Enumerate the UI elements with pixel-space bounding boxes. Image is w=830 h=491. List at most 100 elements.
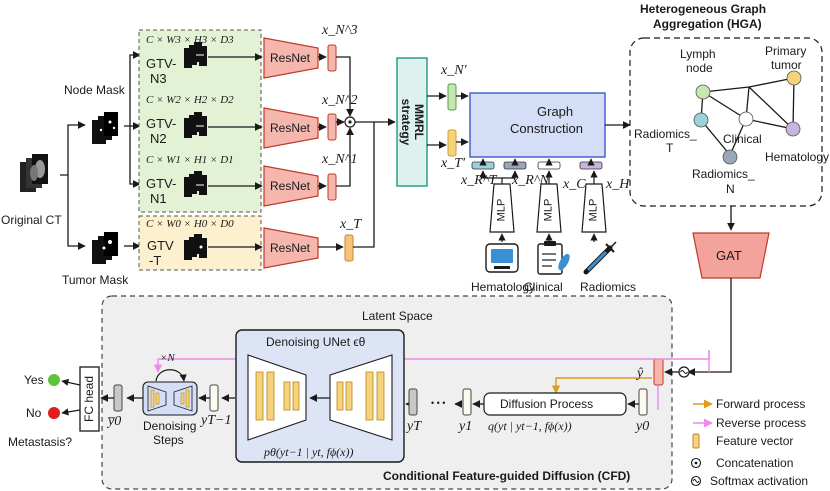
mmrl-label-line2: strategy: [399, 98, 413, 146]
diffusion-process-label: Diffusion Process: [500, 397, 594, 411]
unet-title: Denoising UNet ϵθ: [266, 335, 366, 349]
ct-to-tumor-mask-arrow: [67, 175, 86, 250]
radiomics-t-label-1: Radiomics_: [634, 127, 697, 141]
clinical-source-label: Clinical: [524, 280, 563, 294]
resnet-n1: [263, 165, 319, 207]
graph-construction-title-1: Graph: [537, 104, 574, 119]
resnet-n2-label: ResNet: [270, 121, 311, 135]
n1-dims: C × W1 × H1 × D1: [146, 154, 234, 166]
xrn-label: x_R^N: [512, 173, 550, 188]
y0-bar-label: y̅0: [108, 414, 122, 429]
xn-prime-label: x_N′: [441, 63, 467, 78]
unet-formula: pθ(yt−1 | yt, fϕ(x)): [264, 445, 354, 459]
ct-to-node-mask-arrow: [60, 121, 86, 176]
gtv-t-volume: [184, 234, 207, 260]
xc-label: x_C: [563, 177, 586, 192]
yT-1-label: yT−1: [201, 413, 232, 428]
n3-dims: C × W3 × H3 × D3: [146, 34, 234, 46]
gat-label: GAT: [716, 248, 742, 263]
gtv-n1-label-2: N1: [150, 191, 167, 206]
diffusion-formula: q(yt | yt−1, fϕ(x)): [488, 419, 572, 433]
diffusion-process-box: [483, 392, 627, 416]
feature-yT-1: [209, 384, 219, 412]
gtv-n2-label-2: N2: [150, 131, 167, 146]
metastasis-question: Metastasis?: [8, 435, 73, 449]
hga-title-line2: Aggregation (HGA): [653, 17, 762, 31]
tumor-mask-label: Tumor Mask: [62, 273, 129, 287]
xn2-label: x_N^2: [322, 93, 358, 108]
yhat-label: ŷ: [637, 366, 644, 381]
feature-xn3: [327, 44, 337, 72]
feature-xt: [344, 234, 354, 262]
n2-dims: C × W2 × H2 × D2: [146, 94, 234, 106]
hga-title-line1: Heterogeneous Graph: [640, 2, 767, 16]
legend-concat-label: Concatenation: [716, 456, 794, 470]
node-mask-image: [92, 112, 118, 144]
node-hematology: [785, 121, 801, 137]
feature-xn1: [327, 173, 337, 201]
lymph-node-label-1: Lymph: [680, 47, 716, 61]
mlp-hematology: [489, 183, 515, 233]
feature-yT: [408, 388, 418, 416]
node-to-n1-arrow: [129, 126, 141, 188]
graph-construction-box: [469, 92, 606, 158]
gtv-n2-volume: [184, 112, 207, 138]
mlp-hematology-label: MLP: [495, 198, 508, 222]
fc-head-box: [79, 366, 100, 432]
gtv-n3-volume: [184, 42, 207, 68]
mmrl-label: MMRL strategy: [399, 98, 426, 146]
resnet-t: [263, 227, 319, 269]
hematology-icon: [485, 243, 519, 273]
loop-arrow: [155, 369, 187, 382]
xt-prime-label: x_T′: [441, 156, 466, 171]
feature-xt-prime: [447, 129, 457, 157]
original-ct-image: [20, 154, 48, 192]
no-label: No: [26, 406, 42, 420]
feature-y1: [462, 388, 472, 416]
node-lymph: [695, 84, 711, 100]
mlp-radiomics: [581, 183, 607, 233]
gtv-t-label-2: -T: [149, 253, 162, 268]
yT-label: yT: [407, 419, 421, 434]
y1-label: y1: [459, 419, 473, 434]
mlp-clinical: [536, 183, 562, 233]
feature-yhat: [653, 358, 664, 386]
node-radiomics-t: [693, 112, 709, 128]
feature-xrt: [471, 161, 495, 170]
hematology-source-label: Hematology: [471, 280, 536, 294]
resnet-t-label: ResNet: [270, 241, 311, 255]
unet-encoder: [329, 354, 393, 441]
mmrl-label-line1: MMRL: [412, 104, 426, 140]
lymph-node-label-2: node: [686, 61, 713, 75]
gat-block: [692, 232, 770, 279]
xh-label: x_H: [606, 177, 630, 192]
legend-feature-swatch: [692, 433, 700, 449]
clinical-node-label: Clinical: [723, 132, 762, 146]
t-dims: C × W0 × H0 × D0: [146, 218, 234, 230]
gtv-t-label-1: GTV: [147, 238, 174, 253]
times-n-label: ×N: [160, 352, 175, 364]
node-mask-label: Node Mask: [64, 83, 125, 97]
radiomics-source-label: Radiomics: [580, 280, 637, 294]
feature-xh: [579, 161, 603, 170]
node-clinical: [738, 111, 754, 127]
tumor-mask-image: [92, 232, 118, 264]
radiomics-syringe-icon: [583, 241, 617, 275]
mlp-clinical-label: MLP: [542, 198, 555, 222]
ellipsis-dots: • • •: [431, 398, 446, 408]
node-to-n3-arrow: [124, 51, 141, 127]
legend-softmax-label: Softmax activation: [710, 474, 809, 488]
xn3-label: x_N^3: [322, 23, 358, 38]
denoising-steps-label-2: Steps: [153, 433, 184, 447]
unet-feature-maps: [255, 371, 385, 421]
legend-forward-label: Forward process: [716, 397, 806, 411]
feature-y0: [638, 388, 648, 416]
legend-feature-label: Feature vector: [716, 434, 794, 448]
original-ct-label: Original CT: [1, 213, 62, 227]
feature-xc: [537, 161, 561, 170]
denoising-steps-label-1: Denoising: [143, 419, 197, 433]
mlp-radiomics-label: MLP: [587, 198, 600, 222]
legend-reverse-label: Reverse process: [716, 416, 807, 430]
radiomics-n-label-1: Radiomics_: [692, 167, 755, 181]
